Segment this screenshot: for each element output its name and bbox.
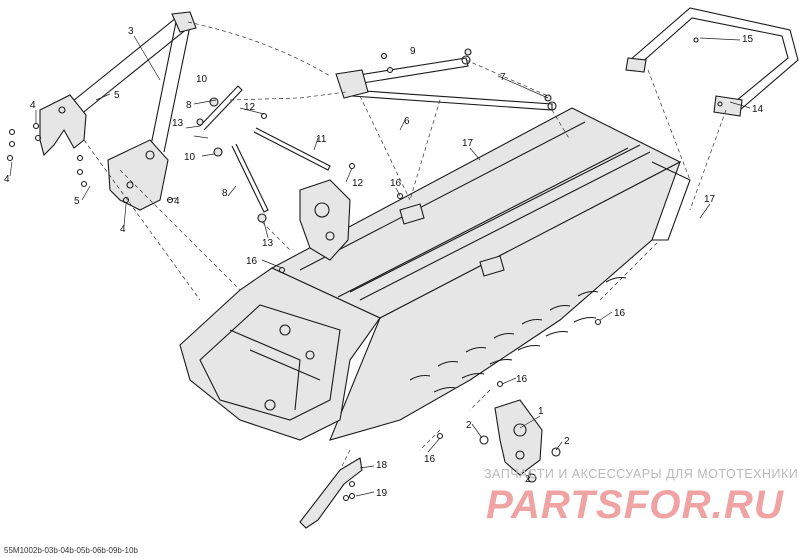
callout-1: 1 <box>538 406 544 417</box>
callout-8: 8 <box>186 100 192 111</box>
upper-tie-rod-6 <box>335 55 557 111</box>
callout-4: 4 <box>120 224 126 235</box>
callout-17: 17 <box>462 138 474 149</box>
document-id: 55M1002b-03b-04b-05b-06b-09b-10b <box>4 546 138 555</box>
callout-16: 16 <box>516 374 528 385</box>
callout-13: 13 <box>262 238 274 249</box>
steering-support-3 <box>67 11 197 153</box>
callout-6: 6 <box>404 116 410 127</box>
watermark-brand: PARTSFOR.RU <box>486 483 784 527</box>
assembly-lines <box>83 21 727 471</box>
watermark: ЗАПЧАСТИ И АКСЕССУАРЫ ДЛЯ МОТОТЕХНИКИ PA… <box>484 467 798 527</box>
callout-9: 9 <box>410 46 416 57</box>
rear-bumper-14-15 <box>625 7 799 117</box>
callout-16: 16 <box>390 178 402 189</box>
callout-10: 10 <box>184 152 196 163</box>
callout-4: 4 <box>30 100 36 111</box>
callout-19: 19 <box>376 488 388 499</box>
callout-16: 16 <box>424 454 436 465</box>
callout-labels: 1 2 2 2 3 4 4 4 4 5 5 6 7 8 8 9 10 10 11… <box>4 26 764 499</box>
callout-12: 12 <box>352 178 364 189</box>
callout-5: 5 <box>114 90 120 101</box>
callout-12: 12 <box>244 102 256 113</box>
rods-8-11 <box>199 85 331 213</box>
callout-10: 10 <box>196 74 208 85</box>
callout-7: 7 <box>500 72 506 83</box>
watermark-subtitle: ЗАПЧАСТИ И АКСЕССУАРЫ ДЛЯ МОТОТЕХНИКИ <box>484 467 798 481</box>
callout-5: 5 <box>74 196 80 207</box>
callout-2: 2 <box>466 420 472 431</box>
running-board-18 <box>299 457 363 529</box>
callout-18: 18 <box>376 460 388 471</box>
callout-17: 17 <box>704 194 716 205</box>
bracket-lower-5 <box>107 139 169 211</box>
callout-16: 16 <box>614 308 626 319</box>
hardware-fasteners <box>6 37 723 500</box>
callout-2: 2 <box>525 474 531 485</box>
callout-11: 11 <box>316 134 327 145</box>
callout-2: 2 <box>564 436 570 447</box>
callout-14: 14 <box>752 104 764 115</box>
callout-4: 4 <box>174 196 180 207</box>
callout-15: 15 <box>742 34 754 45</box>
callout-4: 4 <box>4 174 10 185</box>
callout-3: 3 <box>128 26 134 37</box>
rear-bracket-1 <box>479 399 561 476</box>
callout-13: 13 <box>172 118 184 129</box>
callout-16: 16 <box>246 256 258 267</box>
callout-8: 8 <box>222 188 228 199</box>
tunnel-perforations <box>409 276 627 393</box>
tunnel-chassis <box>179 107 691 441</box>
center-bracket <box>299 179 351 261</box>
leader-lines <box>9 35 751 497</box>
bracket-left-4 <box>39 94 87 157</box>
